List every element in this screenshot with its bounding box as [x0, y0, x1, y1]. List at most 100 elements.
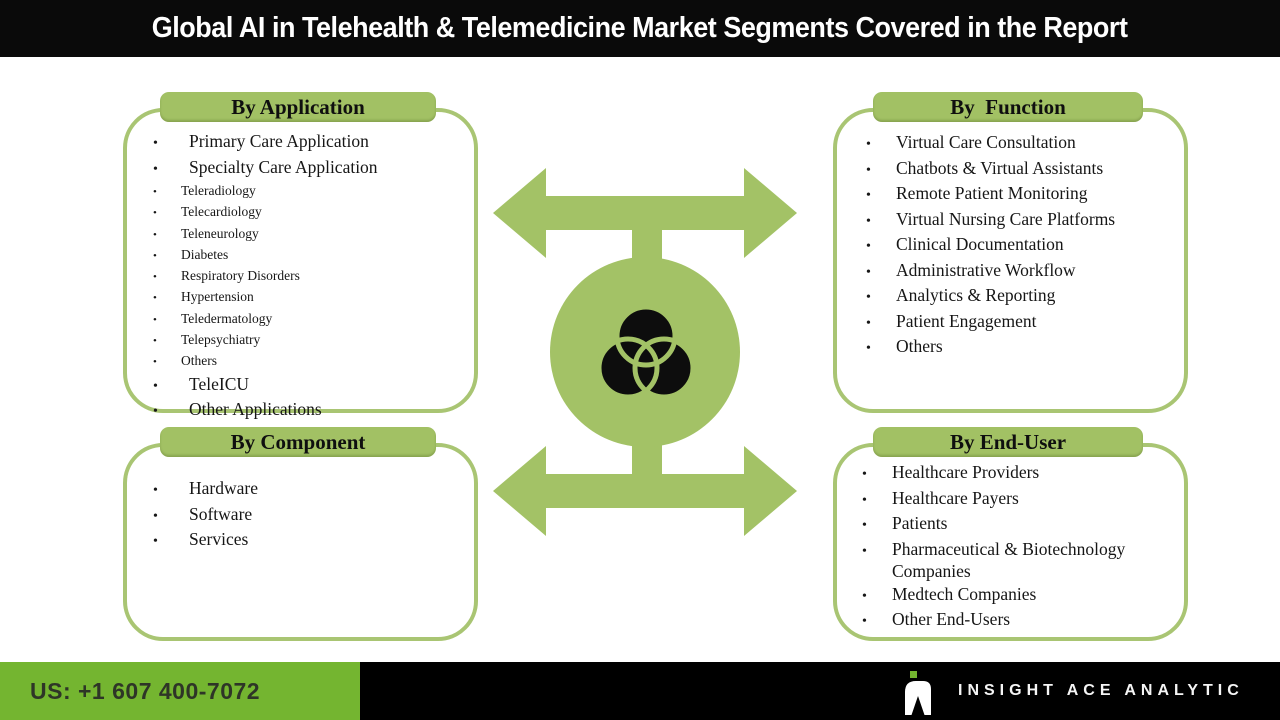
list-item-label: Hardware: [189, 478, 258, 498]
bullet-icon: •: [153, 207, 157, 220]
sub-list-item: •Respiratory Disorders: [153, 266, 474, 287]
list-item-label: Others: [896, 336, 943, 356]
bullet-icon: •: [862, 492, 867, 508]
list-item: • Healthcare Payers: [862, 487, 1184, 513]
list-item: • Chatbots & Virtual Assistants: [866, 157, 1184, 183]
function-list: •Virtual Care Consultation•Chatbots & Vi…: [837, 112, 1184, 361]
segment-box-end-user: •Healthcare Providers•Healthcare Payers•…: [833, 443, 1188, 641]
segment-header-label: By Component: [230, 429, 366, 454]
segment-header-label: By Application: [231, 94, 365, 119]
list-item-label: TeleICU: [189, 373, 250, 394]
list-item-label: Teleradiology: [181, 183, 256, 198]
center-graphic: [493, 168, 797, 536]
list-item: • Others: [866, 335, 1184, 361]
list-item-label: Primary Care Application: [189, 131, 369, 151]
list-item-label: Chatbots & Virtual Assistants: [896, 157, 1104, 178]
bullet-icon: •: [153, 534, 158, 549]
bullet-icon: •: [866, 188, 871, 203]
bullet-icon: •: [866, 290, 871, 305]
sub-list-item: • Teleneurology: [153, 224, 474, 245]
segment-header-label: By End-User: [949, 429, 1067, 454]
segment-box-component: • Hardware • Software • Services: [123, 443, 478, 641]
list-item-label: Software: [189, 503, 253, 524]
list-item-label: Healthcare Payers: [892, 487, 1019, 508]
phone-bar: US: +1 607 400-7072: [0, 662, 360, 720]
segment-header-end-user: By End-User: [873, 427, 1143, 457]
list-item: • Hardware: [153, 477, 474, 503]
list-item: • Software: [153, 503, 474, 529]
bullet-icon: •: [153, 378, 158, 394]
segment-header-application: By Application: [160, 92, 436, 122]
venn-diagram-icon: [596, 304, 696, 400]
bullet-icon: •: [862, 614, 867, 629]
phone-number: US: +1 607 400-7072: [30, 677, 261, 704]
list-item-label: Hypertension: [181, 289, 254, 305]
bullet-icon: •: [153, 161, 158, 177]
page-title: Global AI in Telehealth & Telemedicine M…: [152, 12, 1128, 44]
segment-header-label: By Function: [950, 94, 1066, 119]
list-item-label: Remote Patient Monitoring: [896, 183, 1088, 203]
sub-list-item: •Telepsychiatry: [153, 330, 474, 351]
list-item: • Services: [153, 528, 474, 554]
bullet-icon: •: [153, 483, 158, 498]
double-headed-arrow-icon-top: [493, 168, 797, 258]
bullet-icon: •: [866, 341, 871, 356]
bullet-icon: •: [862, 543, 867, 559]
sub-list-item: •Telecardiology: [153, 202, 474, 223]
list-item: • Virtual Nursing Care Platforms: [866, 208, 1184, 234]
bullet-icon: •: [866, 264, 871, 280]
footer: US: +1 607 400-7072 INSIGHT ACE ANALYTIC: [0, 662, 1280, 720]
list-item-label: Diabetes: [181, 246, 229, 262]
list-item: • Medtech Companies: [862, 583, 1184, 609]
bullet-icon: •: [866, 162, 871, 178]
segment-header-component: By Component: [160, 427, 436, 457]
list-item-label: Patients: [892, 513, 948, 533]
bullet-icon: •: [866, 239, 871, 254]
sub-list-item: •Teledermatology: [153, 309, 474, 330]
list-item: • Administrative Workflow: [866, 259, 1184, 285]
list-item: • Primary Care Application: [153, 130, 474, 156]
list-item: •Virtual Care Consultation: [866, 131, 1184, 157]
list-item-label: Others: [181, 353, 217, 369]
double-headed-arrow-icon-bottom: [493, 446, 797, 536]
list-item: •Clinical Documentation: [866, 233, 1184, 259]
list-item: • Remote Patient Monitoring: [866, 182, 1184, 208]
sub-list-item: •Diabetes: [153, 245, 474, 266]
list-item-label: Teledermatology: [181, 310, 273, 326]
list-item: •Patients: [862, 512, 1184, 538]
bullet-icon: •: [862, 467, 867, 482]
list-item-label: Healthcare Providers: [892, 462, 1040, 482]
brand-block: INSIGHT ACE ANALYTIC: [905, 662, 1244, 720]
bullet-icon: •: [862, 588, 867, 604]
bullet-icon: •: [153, 356, 157, 369]
bullet-icon: •: [866, 315, 871, 331]
list-item-label: Teleneurology: [181, 225, 259, 241]
list-item-label: Specialty Care Application: [189, 156, 378, 177]
list-item-label: Administrative Workflow: [896, 259, 1076, 280]
bullet-icon: •: [866, 213, 871, 229]
list-item-label: Medtech Companies: [892, 583, 1037, 604]
application-list: • Primary Care Application • Specialty Care…: [127, 112, 474, 424]
end-user-list: •Healthcare Providers•Healthcare Payers•…: [837, 447, 1184, 634]
list-item: • Other Applications: [153, 398, 474, 424]
list-item: •Patient Engagement: [866, 310, 1184, 336]
segment-box-application: • Primary Care Application • Specialty Care…: [123, 108, 478, 419]
list-item: •Pharmaceutical & Biotechnology Companie…: [862, 538, 1184, 583]
bullet-icon: •: [153, 508, 158, 524]
segment-header-function: By Function: [873, 92, 1143, 122]
list-item-label: Services: [189, 529, 249, 549]
list-item-label: Other Applications: [189, 399, 322, 420]
bullet-icon: •: [153, 292, 157, 305]
bullet-icon: •: [866, 137, 871, 152]
list-item: • Other End-Users: [862, 608, 1184, 634]
list-item-label: Other End-Users: [892, 609, 1011, 629]
sub-list-item: • Others: [153, 351, 474, 372]
segment-box-function: •Virtual Care Consultation•Chatbots & Vi…: [833, 108, 1188, 413]
bullet-icon: •: [153, 404, 158, 420]
brand-name: INSIGHT ACE ANALYTIC: [958, 682, 1244, 699]
bullet-icon: •: [153, 136, 158, 151]
bullet-icon: •: [153, 228, 157, 241]
insight-ace-logo: [905, 671, 931, 715]
list-item-label: Virtual Nursing Care Platforms: [896, 208, 1116, 229]
